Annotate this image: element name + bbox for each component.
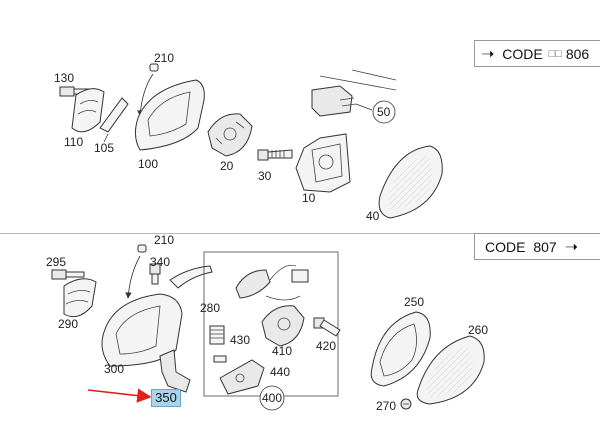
gasket-280 <box>169 265 213 289</box>
label-130-top: 130 <box>54 71 74 85</box>
cover-350 <box>159 349 191 393</box>
label-290: 290 <box>58 317 78 331</box>
label-400: 400 <box>262 391 282 405</box>
code-box-bottom: CODE 807 ➝ <box>474 233 600 260</box>
label-210-top: 210 <box>154 51 174 65</box>
label-105: 105 <box>94 141 114 155</box>
label-210-bottom: 210 <box>154 233 174 247</box>
cover-290 <box>63 278 97 318</box>
label-30: 30 <box>258 169 272 183</box>
label-420: 420 <box>316 339 336 353</box>
label-40: 40 <box>366 209 380 223</box>
label-340: 340 <box>150 255 170 269</box>
label-280: 280 <box>200 301 220 315</box>
mechanism-10 <box>295 133 351 193</box>
label-100: 100 <box>138 157 158 171</box>
glass-40 <box>378 145 443 219</box>
screw-270 <box>400 398 412 410</box>
connector-group <box>235 264 309 301</box>
section-divider <box>0 233 600 234</box>
spring-430 <box>209 325 225 345</box>
code-marks-top: □□ <box>548 47 562 60</box>
cover-110 <box>71 88 105 133</box>
label-250: 250 <box>404 295 424 309</box>
housing-300 <box>101 293 183 367</box>
arrow-right-icon: ➝ <box>481 45 495 63</box>
bolt-295 <box>51 269 85 280</box>
label-110: 110 <box>64 135 83 149</box>
code-value-top: 806 <box>565 45 590 62</box>
code-value-bottom: 807 <box>533 238 557 255</box>
highlight-arrow <box>87 388 152 403</box>
code-box-top: ➝ CODE □□ 806 <box>474 40 600 67</box>
label-430: 430 <box>230 333 250 347</box>
motor-410 <box>261 305 305 347</box>
glass-260 <box>416 335 485 405</box>
module-50 <box>311 69 397 117</box>
label-300: 300 <box>104 362 124 376</box>
label-270: 270 <box>376 399 396 413</box>
label-10: 10 <box>302 191 316 205</box>
label-295: 295 <box>46 255 66 269</box>
label-20: 20 <box>220 159 234 173</box>
highlighted-part-350[interactable]: 350 <box>151 389 181 407</box>
base-440 <box>213 355 265 395</box>
code-label-top: CODE <box>502 45 543 62</box>
label-260: 260 <box>468 323 488 337</box>
arrow-right-icon: ➝ <box>564 238 578 256</box>
screw-420 <box>313 317 341 337</box>
frame-250 <box>370 311 431 387</box>
gasket-105 <box>99 97 129 133</box>
label-50: 50 <box>377 105 391 119</box>
label-410: 410 <box>272 344 292 358</box>
bulb-210-bottom <box>125 244 147 299</box>
screw-30 <box>257 149 293 161</box>
code-label-bottom: CODE <box>485 238 526 255</box>
clip-340 <box>149 263 161 285</box>
motor-20 <box>207 113 253 157</box>
housing-100 <box>134 79 205 151</box>
label-440: 440 <box>270 365 290 379</box>
